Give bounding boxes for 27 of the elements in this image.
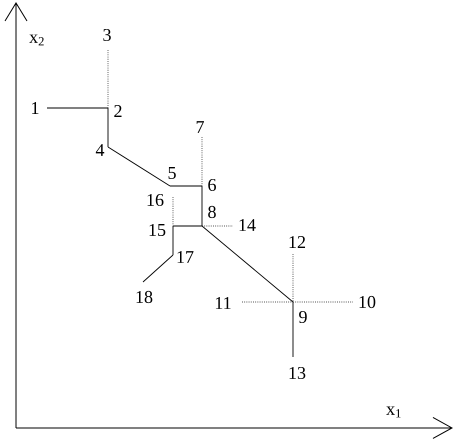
vertex-number: 3 (103, 28, 111, 42)
vertex-number: 4 (96, 144, 104, 156)
vertex-number: 14 (240, 219, 256, 231)
graph-edge (172, 226, 174, 256)
vertex-number: 13 (290, 366, 306, 380)
dotted-edge (292, 254, 294, 302)
vertex-number: 10 (360, 296, 376, 308)
vertex-number: 8 (208, 206, 216, 218)
graph-edge (292, 302, 294, 358)
vertex-number: 15 (150, 224, 166, 236)
vertex-number: 6 (208, 178, 216, 192)
vertex-number: 7 (196, 121, 204, 133)
vertex-number: 1 (32, 102, 38, 114)
vertex-number: 11 (216, 297, 231, 309)
vertex-number: 5 (168, 167, 176, 179)
vertex-number: 2 (114, 105, 122, 117)
vertex-number: 12 (290, 236, 306, 248)
graph-edge (142, 254, 174, 282)
graph-edge (202, 226, 294, 302)
axis-label: x$_{1}$ (386, 406, 401, 418)
graph-edge (108, 146, 170, 186)
vertex-number: 9 (299, 310, 307, 324)
axis-label: x$_{2}$ (29, 34, 44, 46)
vertex-number: 18 (136, 290, 152, 304)
vertex-number: 17 (178, 251, 194, 263)
dotted-edge (172, 196, 174, 226)
vertex-number: 16 (148, 194, 164, 206)
